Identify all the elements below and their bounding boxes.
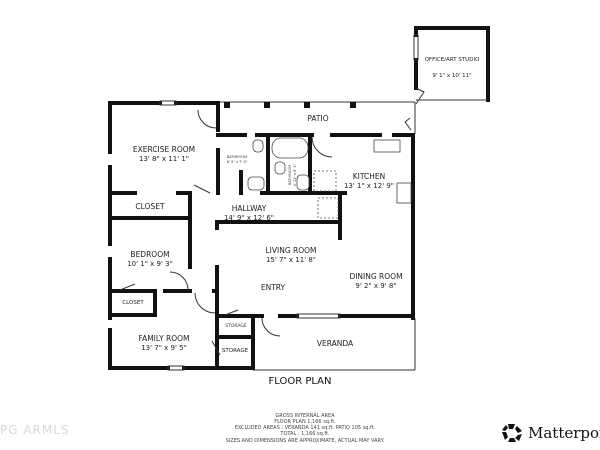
- room-label-entry: ENTRY: [261, 283, 286, 292]
- room-label-storage-1: STORAGE: [225, 323, 247, 329]
- room-dims-office: 9' 1" x 10' 11": [432, 73, 471, 79]
- room-label-living: LIVING ROOM: [265, 246, 316, 255]
- stove-icon: [396, 182, 412, 204]
- room-label-closet-1: CLOSET: [135, 202, 165, 211]
- room-label-kitchen: KITCHEN: [353, 172, 386, 181]
- toilet-icon: [252, 139, 264, 153]
- room-dims-family: 13' 7" x 9' 5": [141, 344, 187, 352]
- room-label-hallway: HALLWAY: [232, 204, 267, 213]
- sink-icon: [247, 176, 265, 191]
- room-dims-bathroom-1: 6' 5" x 7' 0": [227, 160, 248, 164]
- plan-title: FLOOR PLAN: [269, 376, 332, 387]
- room-label-exercise: EXERCISE ROOM: [133, 145, 195, 154]
- room-dims-dining: 9' 2" x 9' 8": [355, 282, 396, 290]
- room-label-bedroom: BEDROOM: [130, 250, 169, 259]
- room-label-bathroom-1: BATHROOM: [227, 155, 247, 159]
- area-line-4: TOTAL : 1,166 sq.ft.: [279, 431, 330, 437]
- room-label-dining: DINING ROOM: [349, 272, 402, 281]
- room-dims-bathroom-2: 4' 11" x 8' 1": [293, 163, 297, 186]
- room-label-closet-2: CLOSET: [122, 300, 144, 306]
- office-walls: [413, 26, 490, 105]
- door-swings: [119, 109, 333, 356]
- bathtub-icon: [271, 137, 309, 159]
- room-label-storage-2: STORAGE: [222, 348, 249, 354]
- room-dims-kitchen: 13' 1" x 12' 9": [344, 182, 394, 190]
- brand-name: Matterport: [528, 424, 600, 442]
- room-dims-bedroom: 10' 1" x 9' 3": [127, 260, 173, 268]
- fixtures: [247, 137, 412, 219]
- area-line-1: GROSS INTERNAL AREA: [275, 413, 335, 419]
- matterport-logo-icon: [502, 424, 522, 442]
- veranda-outline: [253, 318, 416, 371]
- room-dims-hallway: 14' 9" x 12' 6": [224, 214, 274, 222]
- room-label-bathroom-2: BATHROOM: [288, 165, 292, 185]
- patio-outline: [218, 101, 416, 134]
- area-line-2: FLOOR PLAN 1,166 sq.ft.: [274, 419, 336, 425]
- area-line-3: EXCLUDED AREAS : VERANDA 141 sq.ft. PATI…: [235, 425, 376, 431]
- watermark: PG ARMLS: [0, 423, 70, 437]
- main-walls: [108, 100, 415, 371]
- room-label-office: OFFICE/ART STUDIO: [425, 57, 480, 63]
- room-dims-exercise: 13' 8" x 11' 1": [139, 155, 189, 163]
- toilet-icon: [274, 161, 286, 175]
- room-label-family: FAMILY ROOM: [138, 334, 189, 343]
- kitchen-sink-icon: [373, 139, 401, 153]
- room-label-veranda: VERANDA: [317, 339, 354, 348]
- area-disclaimer: SIZES AND DIMENSIONS ARE APPROXIMATE, AC…: [226, 438, 385, 444]
- room-label-patio: PATIO: [307, 114, 328, 123]
- sink-icon: [296, 174, 310, 191]
- room-dims-living: 15' 7" x 11' 8": [266, 256, 316, 264]
